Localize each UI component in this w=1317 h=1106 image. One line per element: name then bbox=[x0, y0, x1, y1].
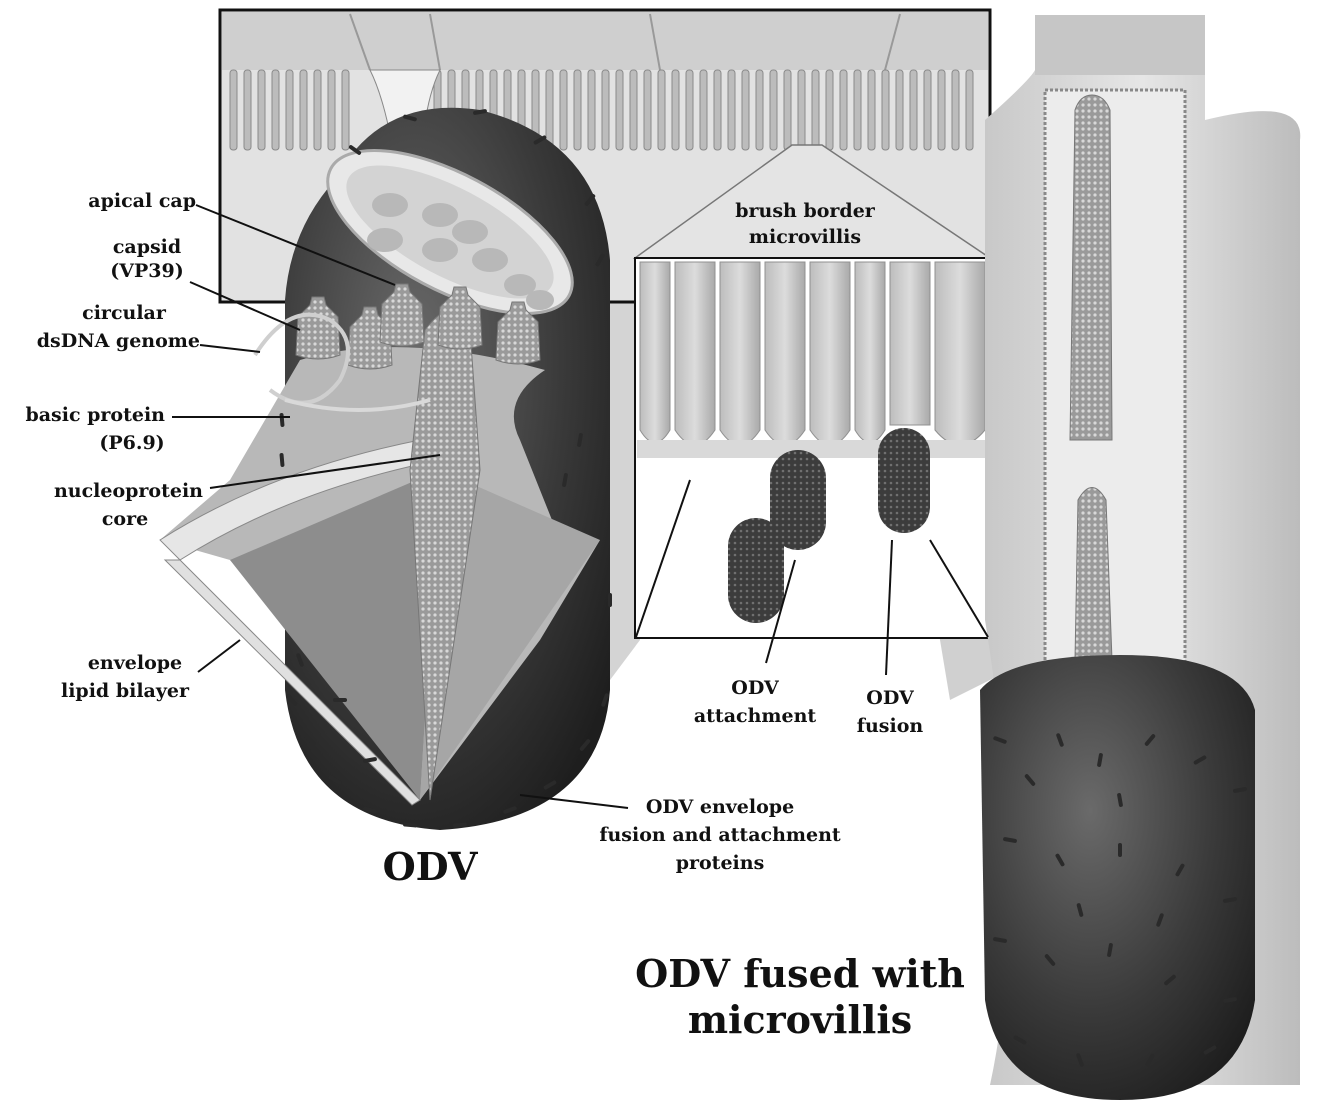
label-capsid-protein: (VP39) bbox=[102, 260, 192, 282]
label-odv-attachment-line1: ODV bbox=[700, 677, 810, 699]
label-odv-attachment-line2: attachment bbox=[680, 705, 830, 727]
label-odv-title: ODV bbox=[360, 845, 500, 889]
label-fused-title-line2: microvillis bbox=[620, 998, 980, 1042]
label-fused-title-line1: ODV fused with bbox=[620, 952, 980, 996]
fused-odv bbox=[980, 15, 1300, 1100]
label-brush-border: brush border bbox=[700, 200, 910, 222]
label-core: core bbox=[80, 508, 170, 530]
label-nucleoprotein: nucleoprotein bbox=[54, 480, 203, 502]
label-circular: circular bbox=[54, 302, 194, 324]
label-basic-protein-id: (P6.9) bbox=[82, 432, 182, 454]
label-odv-fusion-line2: fusion bbox=[845, 715, 935, 737]
label-apical-cap: apical cap bbox=[88, 190, 196, 212]
label-envelope: envelope bbox=[60, 652, 210, 674]
label-envelope-proteins-line3: proteins bbox=[570, 852, 870, 874]
label-envelope-proteins-line1: ODV envelope bbox=[570, 796, 870, 818]
label-lipid-bilayer: lipid bilayer bbox=[40, 680, 210, 702]
label-basic-protein: basic protein bbox=[25, 404, 165, 426]
label-envelope-proteins-line2: fusion and attachment bbox=[570, 824, 870, 846]
label-dsdna-genome: dsDNA genome bbox=[37, 330, 200, 352]
label-microvillis: microvillis bbox=[700, 226, 910, 248]
label-odv-fusion-line1: ODV bbox=[845, 687, 935, 709]
label-capsid: capsid bbox=[102, 236, 192, 258]
